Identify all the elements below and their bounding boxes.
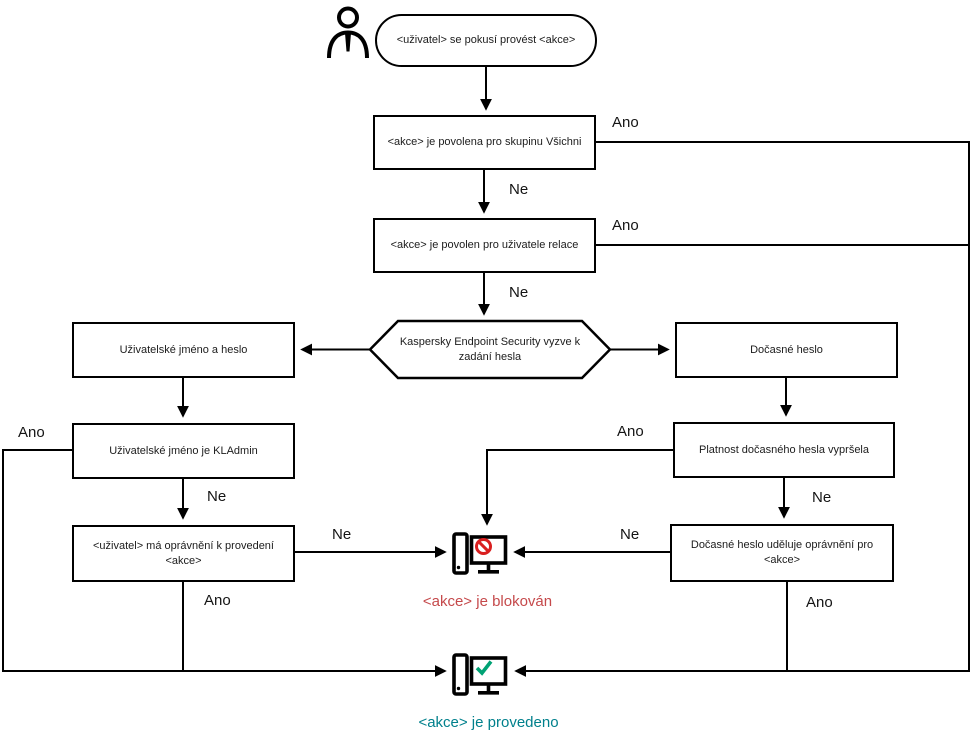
user-icon [327, 6, 369, 59]
no-entry-icon [475, 538, 492, 555]
label-expired-no: Ne [812, 489, 832, 506]
username-password-node: Uživatelské jméno a heslo [72, 322, 295, 378]
label-expired-yes: Ano [617, 423, 644, 440]
temp-grants-node: Dočasné heslo uděluje oprávnění pro <akc… [670, 524, 894, 582]
blocked-status-label: <akce> je blokován [422, 593, 553, 610]
temp-password-node: Dočasné heslo [675, 322, 898, 378]
label-permission-no: Ne [332, 526, 352, 543]
label-kladmin-no: Ne [207, 488, 227, 505]
blocked-computer-icon [452, 532, 508, 575]
temp-expired-node: Platnost dočasného hesla vypršela [673, 422, 895, 478]
has-permission-node: <uživatel> má oprávnění k provedení <akc… [72, 525, 295, 582]
label-kladmin-yes: Ano [18, 424, 45, 441]
executed-status-label: <akce> je provedeno [418, 714, 559, 731]
label-group-yes: Ano [612, 114, 639, 131]
label-group-no: Ne [509, 181, 529, 198]
label-grants-yes: Ano [806, 594, 833, 611]
start-node: <uživatel> se pokusí provést <akce> [375, 14, 597, 67]
label-session-yes: Ano [612, 217, 639, 234]
checkmark-icon [475, 660, 493, 676]
edge-expired-yes-to-blocked [481, 449, 673, 526]
allowed-group-node: <akce> je povolena pro skupinu Všichni [373, 115, 596, 170]
label-session-no: Ne [509, 284, 529, 301]
is-kladmin-node: Uživatelské jméno je KLAdmin [72, 423, 295, 479]
label-permission-yes: Ano [204, 592, 231, 609]
label-grants-no: Ne [620, 526, 640, 543]
allowed-session-node: <akce> je povolen pro uživatele relace [373, 218, 596, 273]
success-computer-icon [452, 653, 508, 696]
password-prompt-node: Kaspersky Endpoint Security vyzve k zadá… [399, 335, 581, 363]
